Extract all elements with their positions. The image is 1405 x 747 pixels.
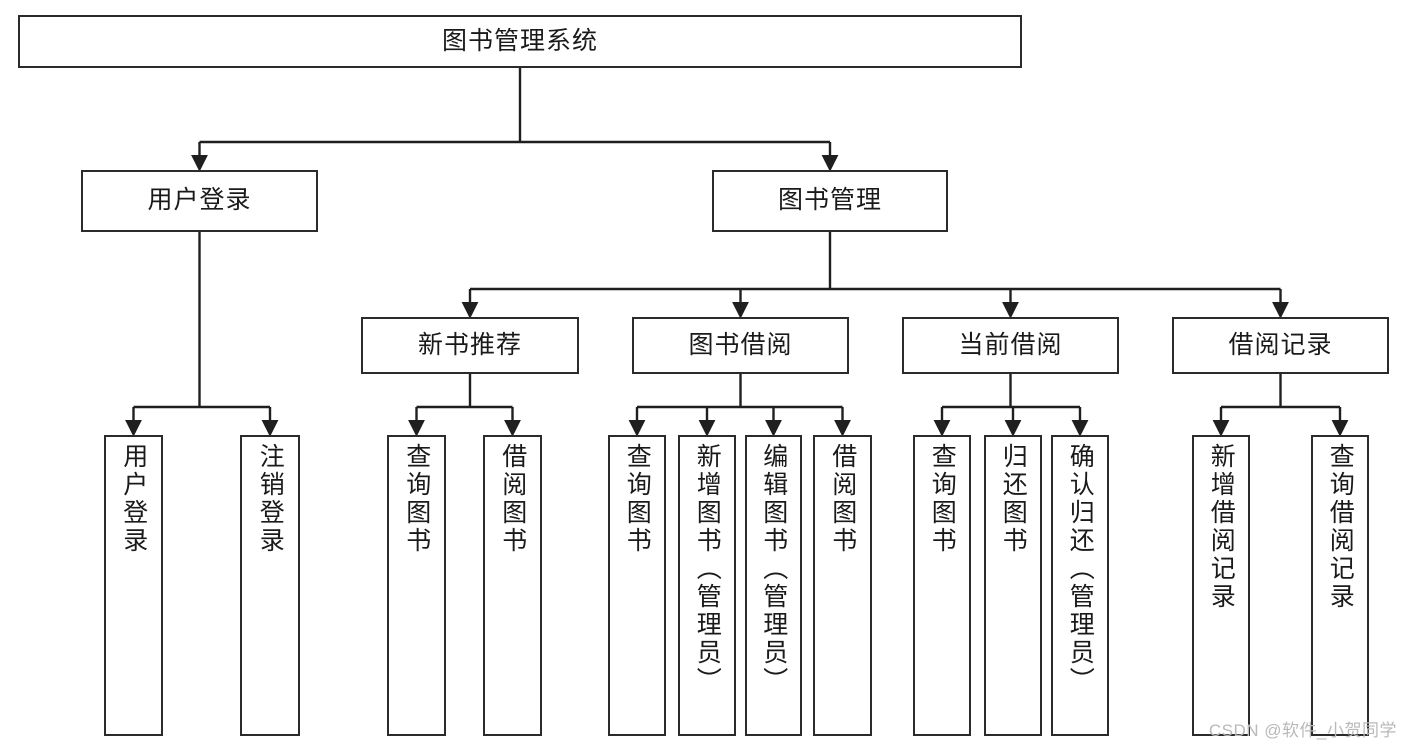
node-user_login[interactable]: 用户登录	[81, 170, 318, 232]
node-leaf_logout[interactable]: 注销登录	[240, 435, 300, 736]
node-leaf_query_book_2[interactable]: 查询图书	[608, 435, 666, 736]
node-label: 注销登录	[256, 443, 285, 555]
node-leaf_query_book_3[interactable]: 查询图书	[913, 435, 971, 736]
node-label: 归还图书	[999, 443, 1028, 555]
node-leaf_confirm_return[interactable]: 确认归还（管理员）	[1051, 435, 1109, 736]
node-root[interactable]: 图书管理系统	[18, 15, 1022, 68]
node-leaf_borrow_book_2[interactable]: 借阅图书	[813, 435, 872, 736]
node-leaf_add_record[interactable]: 新增借阅记录	[1192, 435, 1250, 736]
node-book_manage[interactable]: 图书管理	[712, 170, 948, 232]
node-label: 借阅图书	[498, 443, 527, 555]
edge-paths	[125, 68, 1349, 437]
node-label: 编辑图书（管理员）	[759, 443, 788, 695]
node-borrow_record[interactable]: 借阅记录	[1172, 317, 1389, 374]
node-label: 查询借阅记录	[1326, 443, 1355, 611]
node-label: 查询图书	[402, 443, 431, 555]
node-label: 新增图书（管理员）	[693, 443, 722, 695]
watermark-text: CSDN @软件_小贺同学	[1208, 721, 1397, 740]
node-leaf_query_record[interactable]: 查询借阅记录	[1311, 435, 1369, 736]
node-book_borrow[interactable]: 图书借阅	[632, 317, 849, 374]
node-label: 查询图书	[623, 443, 652, 555]
node-label: 借阅记录	[1228, 330, 1333, 359]
node-label: 借阅图书	[828, 443, 857, 555]
node-leaf_add_book[interactable]: 新增图书（管理员）	[678, 435, 736, 736]
node-label: 图书借阅	[688, 330, 793, 359]
node-label: 新书推荐	[417, 330, 522, 359]
node-label: 确认归还（管理员）	[1066, 443, 1095, 695]
node-label: 查询图书	[928, 443, 957, 555]
node-leaf_return_book[interactable]: 归还图书	[984, 435, 1042, 736]
node-label: 用户登录	[147, 186, 252, 215]
node-label: 用户登录	[119, 443, 148, 555]
node-label: 新增借阅记录	[1207, 443, 1236, 611]
node-leaf_query_book_1[interactable]: 查询图书	[387, 435, 446, 736]
node-label: 图书管理	[777, 186, 882, 215]
node-leaf_borrow_book_1[interactable]: 借阅图书	[483, 435, 542, 736]
node-label: 图书管理系统	[441, 26, 598, 55]
node-leaf_edit_book[interactable]: 编辑图书（管理员）	[745, 435, 802, 736]
node-current_borrow[interactable]: 当前借阅	[902, 317, 1119, 374]
node-new_book_rec[interactable]: 新书推荐	[361, 317, 579, 374]
node-leaf_user_login[interactable]: 用户登录	[104, 435, 163, 736]
node-label: 当前借阅	[958, 330, 1063, 359]
